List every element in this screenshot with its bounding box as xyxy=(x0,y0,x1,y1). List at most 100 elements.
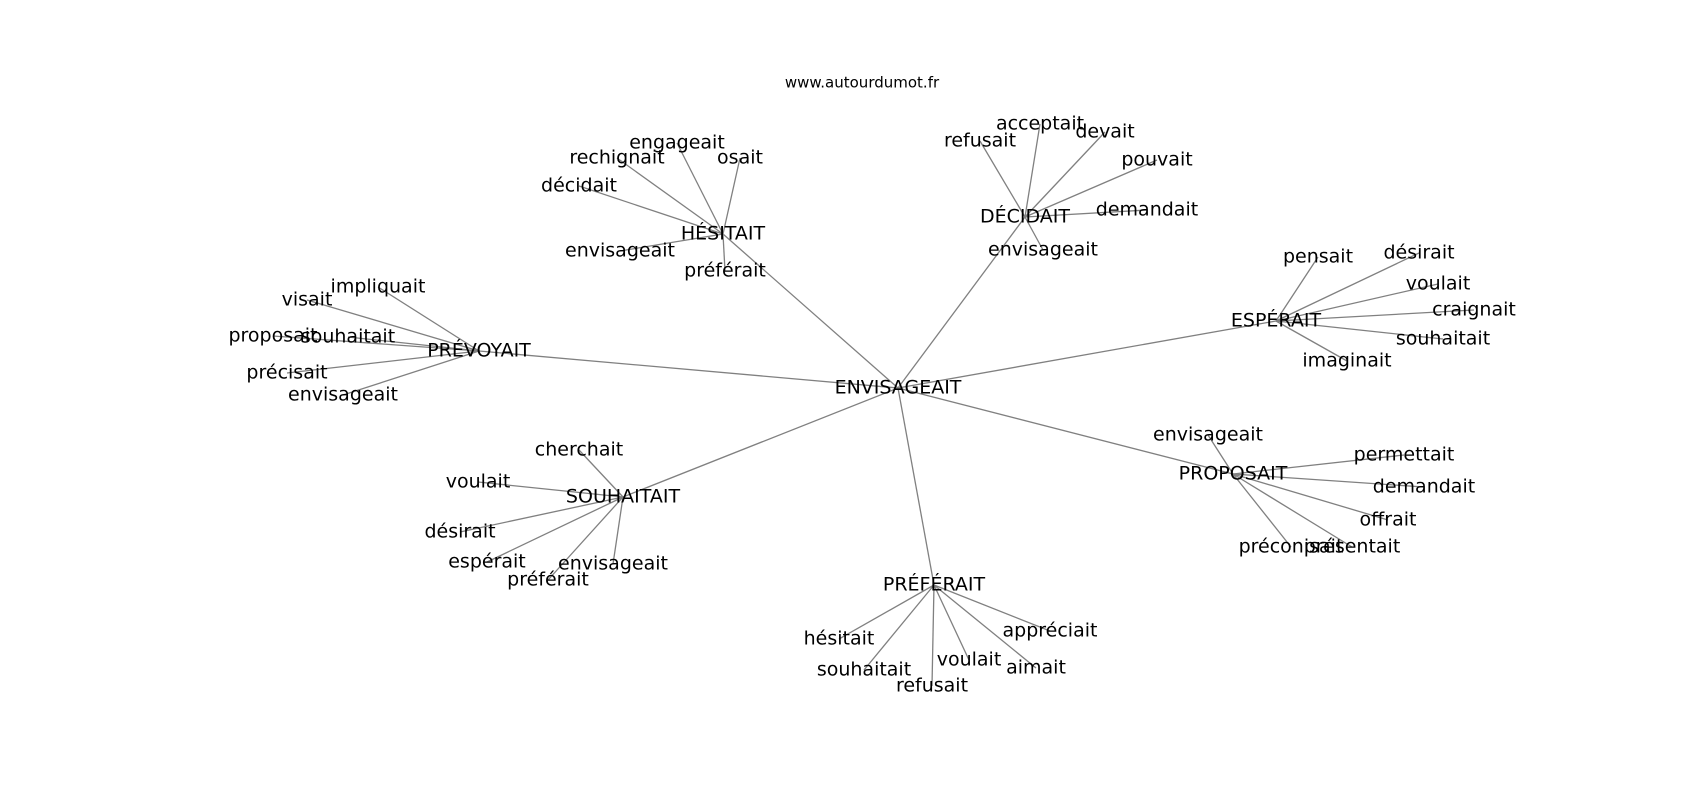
edge-hub-leaf xyxy=(931,584,935,687)
edge-root-hub xyxy=(897,216,1026,389)
leaf-node: précisait xyxy=(246,362,327,384)
edge-hub-leaf xyxy=(1275,283,1439,322)
edge-hub-leaf xyxy=(1275,252,1420,322)
edge-hub-leaf xyxy=(838,584,935,640)
edge-hub-leaf xyxy=(1207,434,1234,475)
edge-hub-leaf xyxy=(619,233,724,252)
edge-hub-leaf xyxy=(1275,256,1319,322)
edge-hub-leaf xyxy=(477,481,624,498)
leaf-node: pensait xyxy=(1283,246,1353,268)
leaf-node: voulait xyxy=(1406,273,1471,295)
edge-root-hub xyxy=(478,350,899,389)
edge-hub-leaf xyxy=(979,140,1026,218)
edge-hub-leaf xyxy=(612,496,624,565)
leaf-node: osait xyxy=(717,147,763,169)
edge-hub-leaf xyxy=(1232,473,1292,548)
edge-root-hub xyxy=(722,233,899,389)
leaf-node: préférait xyxy=(684,260,766,282)
leaf-node: visait xyxy=(282,289,333,311)
edge-hub-leaf xyxy=(347,336,480,352)
leaf-node: rechignait xyxy=(569,147,664,169)
leaf-node: impliquait xyxy=(331,276,426,298)
leaf-node: présentait xyxy=(1304,536,1401,558)
edge-hub-leaf xyxy=(1232,454,1405,475)
leaf-node: engageait xyxy=(629,132,725,154)
leaf-node: acceptait xyxy=(996,113,1084,135)
leaf-node: souhaitait xyxy=(301,326,395,348)
edge-hub-leaf xyxy=(459,496,624,533)
root-node: ENVISAGEAIT xyxy=(835,377,962,399)
leaf-node: souhaitait xyxy=(1396,328,1490,350)
leaf-node: aimait xyxy=(1006,657,1066,679)
leaf-node: préférait xyxy=(507,569,589,591)
leaf-node: pouvait xyxy=(1121,149,1192,171)
leaf-node: refusait xyxy=(896,675,968,697)
edge-hub-leaf xyxy=(722,233,726,272)
edge-hub-leaf xyxy=(306,299,480,352)
edge-hub-leaf xyxy=(342,350,480,396)
source-watermark: www.autourdumot.fr xyxy=(785,74,940,92)
hub-node: PRÉVOYAIT xyxy=(427,339,531,362)
hub-node: SOUHAITAIT xyxy=(566,486,681,508)
edge-hub-leaf xyxy=(933,584,1051,632)
edge-hub-leaf xyxy=(1232,473,1425,488)
edge-hub-leaf xyxy=(616,157,724,235)
edge-hub-leaf xyxy=(286,350,480,374)
edge-root-hub xyxy=(897,387,1234,475)
leaf-node: envisageait xyxy=(558,553,668,575)
leaf-node: appréciait xyxy=(1003,620,1098,642)
edge-hub-leaf xyxy=(486,496,624,563)
leaf-node: offrait xyxy=(1360,509,1417,531)
edge-hub-leaf xyxy=(1024,123,1041,218)
leaf-node: demandait xyxy=(1373,476,1475,498)
edge-hub-leaf xyxy=(1024,216,1044,251)
leaf-node: envisageait xyxy=(988,239,1098,261)
leaf-node: envisageait xyxy=(1153,424,1263,446)
edge-hub-leaf xyxy=(1275,320,1348,362)
edge-hub-leaf xyxy=(578,449,624,498)
leaf-node: préconisait xyxy=(1239,536,1344,558)
edge-hub-leaf xyxy=(1275,309,1475,322)
hub-node: HÉSITAIT xyxy=(681,222,766,245)
leaf-node: permettait xyxy=(1354,444,1455,466)
edge-hub-leaf xyxy=(1275,320,1444,340)
leaf-node: décidait xyxy=(541,175,617,197)
leaf-node: désirait xyxy=(424,521,495,543)
edge-root-hub xyxy=(897,387,935,586)
edge-hub-leaf xyxy=(676,142,724,235)
leaf-node: craignait xyxy=(1432,299,1516,321)
edge-hub-leaf xyxy=(933,584,1037,669)
edge-root-hub xyxy=(897,320,1277,389)
hub-node: PROPOSAIT xyxy=(1179,463,1288,485)
leaf-node: espérait xyxy=(448,551,526,573)
edge-hub-leaf xyxy=(1232,473,1389,521)
edge-hub-leaf xyxy=(1024,209,1148,218)
edge-hub-leaf xyxy=(547,496,624,581)
edge-hub-leaf xyxy=(1024,131,1106,218)
leaf-node: souhaitait xyxy=(817,659,911,681)
leaf-node: imaginait xyxy=(1302,350,1391,372)
leaf-node: hésitait xyxy=(804,628,875,650)
edge-root-hub xyxy=(622,387,899,498)
leaf-node: proposait xyxy=(228,325,317,347)
leaf-node: voulait xyxy=(446,471,511,493)
hub-node: ESPÉRAIT xyxy=(1231,309,1322,332)
edge-hub-leaf xyxy=(1024,159,1158,218)
graph-edges xyxy=(272,123,1475,687)
leaf-node: refusait xyxy=(944,130,1016,152)
leaf-node: voulait xyxy=(937,649,1002,671)
leaf-node: demandait xyxy=(1096,199,1198,221)
leaf-node: cherchait xyxy=(535,439,623,461)
leaf-node: envisageait xyxy=(288,384,398,406)
leaf-node: désirait xyxy=(1383,242,1454,264)
leaf-node: envisageait xyxy=(565,240,675,262)
hub-node: PRÉFÉRAIT xyxy=(883,573,986,596)
edge-hub-leaf xyxy=(863,584,935,671)
edge-hub-leaf xyxy=(933,584,970,661)
edge-hub-leaf xyxy=(272,335,480,352)
hub-node: DÉCIDAIT xyxy=(980,205,1070,228)
edge-hub-leaf xyxy=(578,185,724,235)
edge-hub-leaf xyxy=(1232,473,1353,548)
